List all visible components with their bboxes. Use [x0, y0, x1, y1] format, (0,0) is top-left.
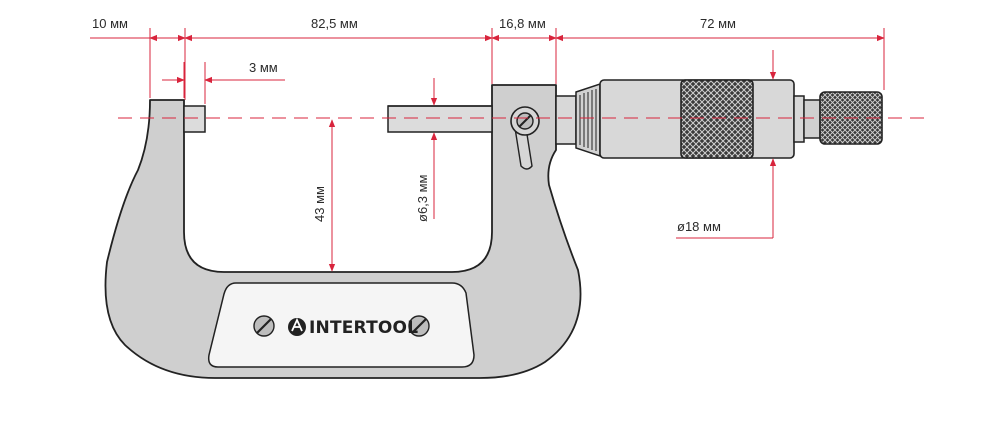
- name-plate: [207, 282, 475, 368]
- dimension-labels: 10 мм 82,5 мм 16,8 мм 72 мм 3 мм 43 мм ø…: [92, 16, 736, 234]
- dim-thimble-length: 72 мм: [700, 16, 736, 31]
- sleeve: [555, 82, 601, 158]
- plate-screw-left-icon: [253, 315, 275, 337]
- spindle: [387, 105, 493, 133]
- thimble-knurl: [680, 79, 754, 159]
- ratchet-neck: [793, 95, 805, 143]
- dim-anvil-width: 10 мм: [92, 16, 128, 31]
- intertool-logo-icon: [288, 317, 306, 336]
- dim-throat-depth: 43 мм: [312, 186, 327, 222]
- brand-name: INTERTOOL: [309, 318, 418, 338]
- dim-sleeve-offset: 16,8 мм: [499, 16, 546, 31]
- dim-opening-width: 82,5 мм: [311, 16, 358, 31]
- lock-lever: [510, 106, 540, 170]
- micrometer: INTERTOOL: [104, 79, 883, 379]
- dimension-lines: [90, 28, 925, 272]
- dim-anvil-face: 3 мм: [249, 60, 278, 75]
- anvil: [183, 105, 206, 133]
- plate-screw-right-icon: [408, 315, 430, 337]
- dim-thimble-diameter: ø18 мм: [677, 219, 721, 234]
- dim-spindle-diameter: ø6,3 мм: [415, 174, 430, 222]
